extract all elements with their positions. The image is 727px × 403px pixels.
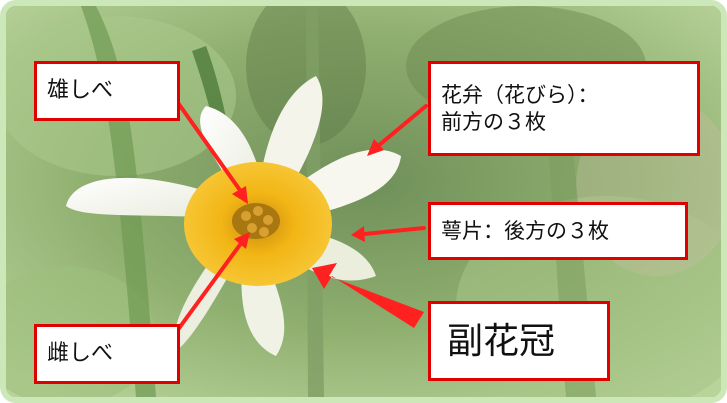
sepal-label: 萼片：後方の３枚	[428, 202, 688, 260]
pistil-label-text: 雌しべ	[47, 341, 114, 367]
petal-label-line2: 前方の３枚	[441, 109, 546, 134]
corona-label: 副花冠	[428, 301, 610, 381]
petal-label: 花弁（花びら）： 前方の３枚	[428, 61, 700, 156]
sepal-label-text: 萼片：後方の３枚	[441, 218, 609, 243]
narcissus-flower	[66, 76, 401, 356]
pistil-label: 雌しべ	[34, 324, 180, 384]
stamen-label: 雄しべ	[34, 61, 180, 121]
corona-label-text: 副花冠	[447, 320, 556, 362]
petal-label-line1: 花弁（花びら）：	[441, 83, 599, 108]
stamen-label-text: 雄しべ	[47, 78, 114, 104]
